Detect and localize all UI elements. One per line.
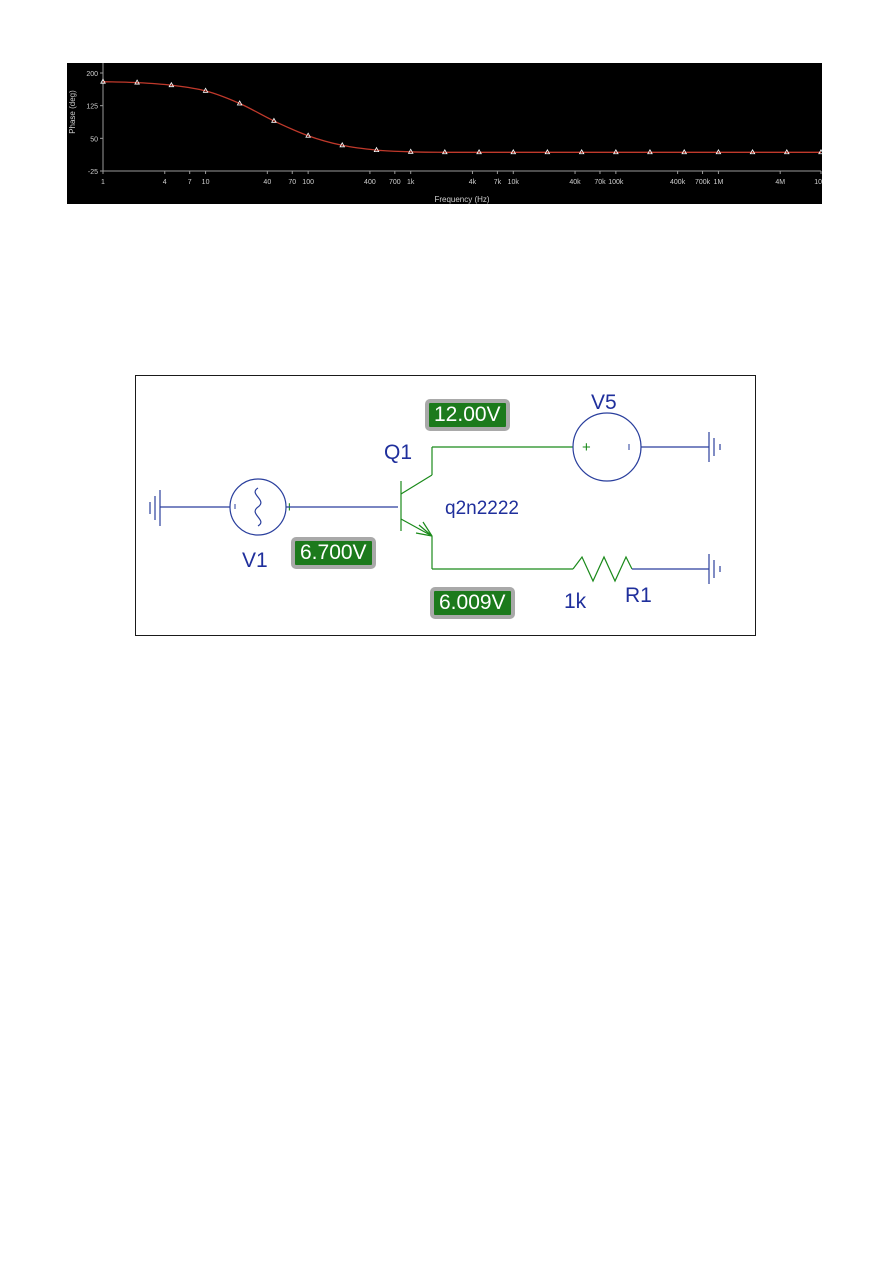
x-tick-label: 400 <box>364 179 376 186</box>
data-point-marker <box>168 81 175 88</box>
x-tick-label: 7k <box>494 179 502 186</box>
data-point-marker <box>612 148 619 155</box>
data-point-marker <box>578 148 585 155</box>
y-tick-label: -25 <box>88 169 98 176</box>
x-tick-label: 700 <box>389 179 401 186</box>
x-tick-label: 4 <box>163 179 167 186</box>
x-tick-label: 40k <box>569 179 581 186</box>
data-point-marker <box>818 148 822 155</box>
circuit-schematic: + + <box>135 375 756 636</box>
data-point-marker <box>476 148 482 155</box>
data-point-marker <box>647 148 653 155</box>
data-point-marker <box>373 146 380 152</box>
data-point-marker <box>236 100 243 106</box>
ground-symbol-bottom-right <box>708 554 721 584</box>
x-tick-label: 1k <box>407 179 415 186</box>
x-tick-label: 7 <box>188 179 192 186</box>
data-point-marker <box>681 148 688 155</box>
data-point-marker <box>339 141 346 148</box>
x-tick-label: 10k <box>508 179 520 186</box>
r1-resistor-symbol <box>572 555 633 583</box>
data-point-marker <box>441 148 448 155</box>
data-point-marker <box>305 132 312 138</box>
x-tick-label: 4M <box>775 179 785 186</box>
ground-symbol-left <box>149 490 161 526</box>
data-point-marker <box>749 148 756 155</box>
v5-label: V5 <box>591 391 617 414</box>
base-voltage-probe: 6.700V <box>291 537 376 569</box>
y-axis-label: Phase (deg) <box>68 90 77 134</box>
phase-plot: 200 125 50 -251 4 7 10 40 70 100 400 700 1k 4k 7k 10k 40… <box>68 63 822 204</box>
q1-transistor-symbol <box>400 474 433 537</box>
data-point-marker <box>510 148 517 155</box>
x-tick-label: 70k <box>594 179 606 186</box>
data-point-marker <box>783 148 790 155</box>
y-tick-label: 50 <box>90 136 98 143</box>
x-axis-label: Frequency (Hz) <box>434 195 489 204</box>
ground-symbol-top-right <box>708 432 721 462</box>
r1-label: R1 <box>625 584 652 607</box>
y-tick-label: 125 <box>86 104 98 111</box>
x-tick-label: 4k <box>469 179 477 186</box>
v1-ac-source <box>229 478 287 536</box>
x-tick-label: 700k <box>695 179 711 186</box>
data-point-marker <box>100 78 106 84</box>
v5-plus-sign: + <box>582 439 591 456</box>
r1-value-label: 1k <box>564 590 587 613</box>
x-tick-label: 40 <box>263 179 271 186</box>
x-tick-label: 400k <box>670 179 686 186</box>
x-tick-label: 70 <box>288 179 296 186</box>
x-tick-label: 1M <box>714 179 724 186</box>
emitter-voltage-probe: 6.009V <box>430 587 515 619</box>
data-point-marker <box>271 117 277 123</box>
phase-series-line <box>102 81 821 153</box>
v1-label: V1 <box>242 549 268 572</box>
data-point-marker <box>134 79 140 85</box>
x-tick-label: 100k <box>608 179 624 186</box>
q1-label: Q1 <box>384 441 412 464</box>
x-tick-label: 100 <box>302 179 314 186</box>
data-point-marker <box>544 148 551 155</box>
data-point-marker <box>202 87 209 93</box>
x-tick-label: 10M <box>814 179 822 186</box>
x-tick-label: 1 <box>101 179 105 186</box>
data-point-marker <box>715 148 722 155</box>
x-tick-label: 10 <box>202 179 210 186</box>
q1-model-label: q2n2222 <box>445 498 519 519</box>
y-tick-label: 200 <box>86 71 98 78</box>
schematic-drawing: + + <box>149 391 721 613</box>
data-point-marker <box>407 148 414 154</box>
collector-voltage-probe: 12.00V <box>425 399 510 431</box>
